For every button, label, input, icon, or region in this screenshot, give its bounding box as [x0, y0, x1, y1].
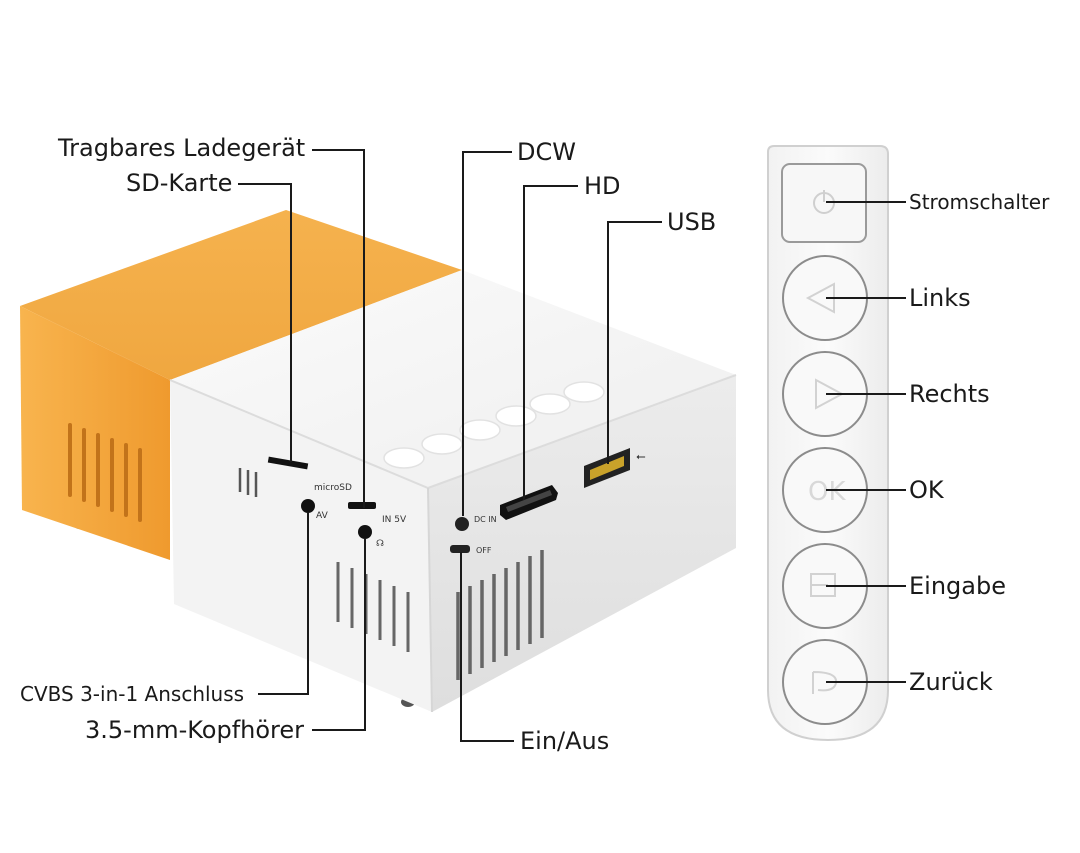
label-rechts: Rechts [909, 380, 990, 408]
projector: microSD IN 5V AV ☊ DC IN OFF ⭠ [20, 210, 737, 713]
label-ok: OK [909, 476, 944, 504]
headphone-jack [358, 525, 372, 539]
label-hd: HD [584, 172, 621, 200]
microsd-slot [267, 456, 309, 470]
label-eingabe: Eingabe [909, 572, 1006, 600]
vent-orange [68, 423, 142, 522]
dc-in-marking: DC IN [474, 515, 497, 524]
label-sd-karte: SD-Karte [126, 169, 233, 197]
on-off-switch [450, 545, 470, 553]
remote-control: OK [767, 145, 889, 742]
in5v-marking: IN 5V [382, 515, 407, 525]
headphone-icon: ☊ [376, 539, 384, 549]
in5v-port [348, 502, 376, 509]
triangle-right-icon [815, 378, 845, 410]
hdmi-port [500, 485, 558, 520]
label-zurueck: Zurück [909, 668, 993, 696]
label-stromschalter: Stromschalter [909, 190, 1050, 214]
av-marking: AV [316, 511, 329, 521]
label-links: Links [909, 284, 971, 312]
av-jack [301, 499, 315, 513]
back-vent [456, 550, 544, 680]
label-ein-aus: Ein/Aus [520, 727, 610, 755]
label-usb: USB [667, 208, 717, 236]
label-cvbs: CVBS 3-in-1 Anschluss [20, 682, 245, 706]
remote-leader-lines [826, 201, 906, 683]
leader-lines [238, 149, 662, 742]
microsd-marking: microSD [314, 483, 352, 493]
remote-button-ok[interactable]: OK [782, 447, 868, 533]
dc-in-port [455, 517, 469, 531]
usb-port [584, 448, 630, 488]
label-kopfhoerer: 3.5-mm-Kopfhörer [85, 716, 305, 744]
label-tragbares-ladegeraet: Tragbares Ladegerät [58, 134, 306, 162]
label-dcw: DCW [517, 138, 576, 166]
off-marking: OFF [476, 546, 492, 555]
ok-text-icon: OK [808, 477, 846, 507]
side-vent-small [238, 468, 258, 497]
usb-icon: ⭠ [636, 449, 646, 463]
